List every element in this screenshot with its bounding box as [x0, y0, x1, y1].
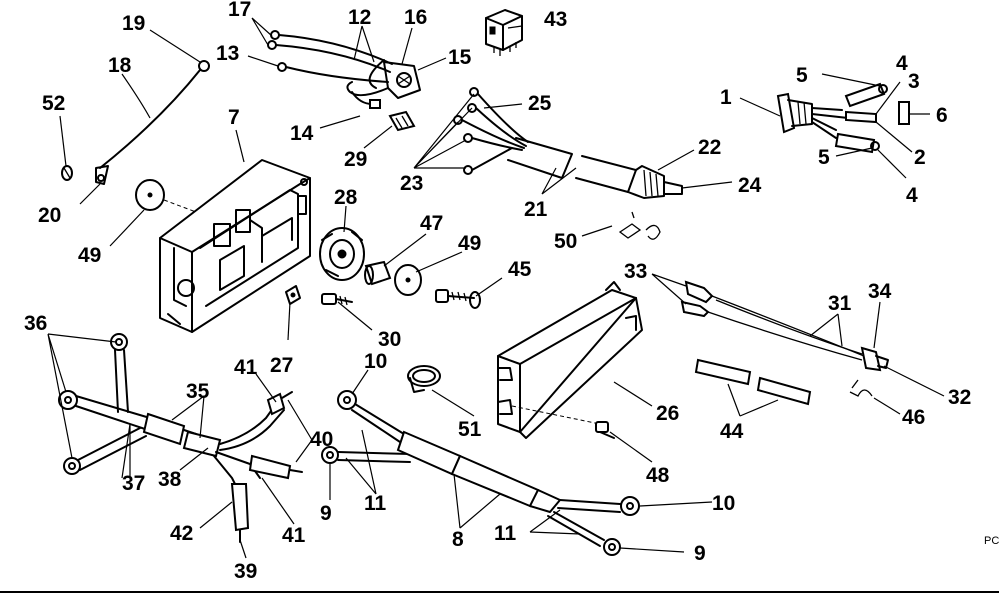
terminal-3-part — [845, 110, 877, 124]
callout-35: 35 — [186, 380, 210, 403]
harness-31-part — [680, 280, 889, 372]
clamp-51-part — [407, 365, 441, 393]
callout-52: 52 — [42, 92, 65, 115]
ground-strap-part — [95, 60, 210, 185]
screw-48-part — [595, 421, 615, 439]
callout-22: 22 — [698, 136, 721, 159]
callout-39: 39 — [234, 560, 257, 583]
sleeve-47-part — [364, 260, 392, 286]
callout-29: 29 — [344, 148, 367, 171]
callout-8: 8 — [452, 528, 464, 551]
callout-21: 21 — [524, 198, 548, 221]
callout-45: 45 — [508, 258, 532, 281]
callout-37: 37 — [122, 472, 145, 495]
grommet-1-part — [776, 92, 849, 139]
callout-41-bottom: 41 — [282, 524, 306, 547]
callout-7: 7 — [228, 106, 240, 129]
clip-27-part — [285, 285, 301, 305]
callout-31: 31 — [828, 292, 852, 315]
callout-5-lower: 5 — [818, 146, 830, 169]
callout-17: 17 — [228, 0, 251, 21]
washer-49-mid-part — [394, 264, 422, 296]
callout-28: 28 — [334, 186, 358, 209]
callout-15: 15 — [448, 46, 472, 69]
callout-27: 27 — [270, 354, 293, 377]
callout-16: 16 — [404, 6, 427, 29]
callout-47: 47 — [420, 212, 443, 235]
edge-text: PC — [984, 535, 999, 547]
washer-49-left-part — [135, 179, 165, 211]
module-26-part — [497, 281, 643, 439]
harness-38-part — [182, 391, 303, 543]
bolt-45-part — [435, 289, 481, 309]
callout-12: 12 — [348, 6, 371, 29]
nut-52-part — [61, 165, 73, 181]
callout-46: 46 — [902, 406, 925, 429]
callout-5-upper: 5 — [796, 64, 808, 87]
sleeve-6-part — [898, 101, 910, 125]
callout-41-top: 41 — [234, 356, 258, 379]
electrical-box-part — [159, 159, 311, 333]
callout-25: 25 — [528, 92, 552, 115]
callout-26: 26 — [656, 402, 679, 425]
callout-20: 20 — [38, 204, 61, 227]
connector-29-part — [388, 110, 416, 132]
callout-44: 44 — [720, 420, 744, 443]
callout-36: 36 — [24, 312, 47, 335]
callout-3: 3 — [908, 70, 920, 93]
callout-4-lower: 4 — [906, 184, 918, 207]
callout-33: 33 — [624, 260, 647, 283]
callout-50: 50 — [554, 230, 577, 253]
callout-1: 1 — [720, 86, 732, 109]
spring-clip-50-part — [618, 211, 661, 240]
callout-48: 48 — [646, 464, 670, 487]
callout-11-left: 11 — [364, 492, 387, 515]
battery-cable-8-part — [321, 390, 640, 556]
callout-11-right: 11 — [494, 522, 517, 545]
callout-24: 24 — [738, 174, 762, 197]
callout-23: 23 — [400, 172, 423, 195]
terminal-5-lower-part — [834, 132, 880, 154]
callout-40: 40 — [310, 428, 333, 451]
callout-labels: 1 2 3 4 4 5 5 6 7 8 9 9 10 10 11 11 12 1… — [24, 0, 999, 583]
callout-10-right: 10 — [712, 492, 735, 515]
callout-19: 19 — [122, 12, 145, 35]
callout-32: 32 — [948, 386, 971, 409]
harness-21-part — [453, 87, 683, 199]
callout-30: 30 — [378, 328, 401, 351]
callout-6: 6 — [936, 104, 948, 127]
callout-49-left: 49 — [78, 244, 101, 267]
callout-18: 18 — [108, 54, 132, 77]
callout-51: 51 — [458, 418, 482, 441]
terminal-5-upper-part — [844, 82, 888, 108]
battery-cable-36-part — [58, 333, 197, 475]
callout-2: 2 — [914, 146, 926, 169]
callout-42: 42 — [170, 522, 193, 545]
screw-30-part — [321, 293, 353, 306]
rotor-28-part — [319, 227, 365, 281]
callout-10-top: 10 — [364, 350, 387, 373]
relay-part — [485, 9, 523, 56]
sleeves-44-part — [694, 358, 812, 406]
callout-49-mid: 49 — [458, 232, 481, 255]
callout-13: 13 — [216, 42, 239, 65]
callout-4-upper: 4 — [896, 52, 908, 75]
callout-38: 38 — [158, 468, 182, 491]
callout-43: 43 — [544, 8, 567, 31]
leader-lines — [47, 17, 945, 559]
callout-34: 34 — [868, 280, 892, 303]
callout-9-left: 9 — [320, 502, 332, 525]
harness-12-part — [267, 30, 421, 109]
callout-14: 14 — [290, 122, 314, 145]
callout-9-right: 9 — [694, 542, 706, 565]
clip-46-part — [849, 379, 873, 397]
